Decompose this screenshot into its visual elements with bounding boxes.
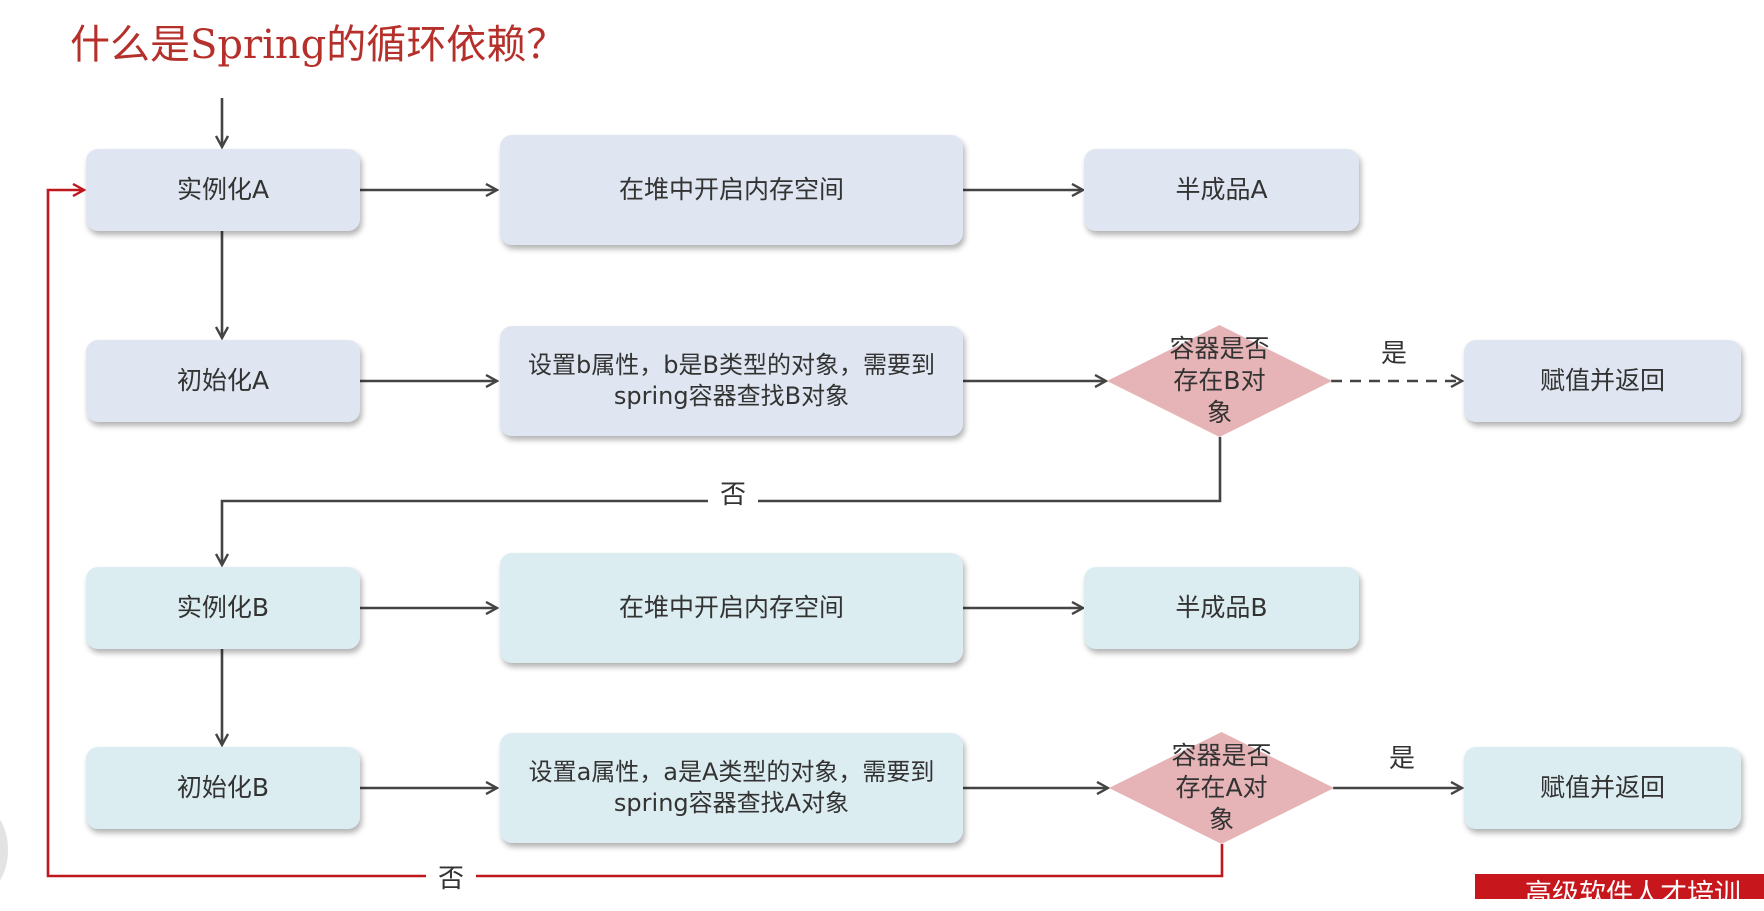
instantiate-b-box: 实例化B [86,567,360,649]
node-label: 在堆中开启内存空间 [618,174,844,204]
node-label: 在堆中开启内存空间 [618,592,844,622]
node-label: 设置a属性，a是A类型的对象，需要到spring容器查找A对象 [528,757,935,817]
node-label: 容器是否存在A对象 [1171,741,1272,834]
node-label: 赋值并返回 [1539,772,1665,802]
set-a-property-box: 设置a属性，a是A类型的对象，需要到spring容器查找A对象 [500,733,963,843]
node-label: 初始化A [176,365,270,395]
diamond-shape [1109,732,1334,844]
edge-label-no-b: 否 [708,474,759,511]
alloc-memory-b-box: 在堆中开启内存空间 [500,553,963,663]
diamond-shape [1107,325,1332,437]
node-label: 半成品A [1175,174,1268,204]
check-a-diamond: 容器是否存在A对象 [1109,732,1334,844]
arrow-checkA-no-loop [46,190,1224,878]
set-b-property-box: 设置b属性，b是B类型的对象，需要到spring容器查找B对象 [500,326,963,436]
init-a-box: 初始化A [86,340,360,422]
side-decoration [0,810,8,890]
assign-return-a-box: 赋值并返回 [1464,340,1741,422]
edge-label-no-a: 否 [426,858,477,895]
alloc-memory-a-box: 在堆中开启内存空间 [500,135,963,245]
instantiate-a-box: 实例化A [86,149,360,231]
edge-label-yes-b: 是 [1369,333,1420,370]
semi-product-b-box: 半成品B [1084,567,1359,649]
node-label: 容器是否存在B对象 [1169,334,1270,427]
check-b-diamond: 容器是否存在B对象 [1107,325,1332,437]
node-label: 实例化A [176,174,270,204]
node-label: 初始化B [176,772,270,802]
node-label: 设置b属性，b是B类型的对象，需要到spring容器查找B对象 [528,350,935,410]
semi-product-a-box: 半成品A [1084,149,1359,231]
node-label: 半成品B [1175,592,1268,622]
assign-return-b-box: 赋值并返回 [1464,747,1741,829]
init-b-box: 初始化B [86,747,360,829]
page-title: 什么是Spring的循环依赖？ [70,22,567,68]
footer-banner [1475,874,1764,899]
node-label: 实例化B [176,592,270,622]
edge-label-yes-a: 是 [1377,738,1428,775]
footer-text: 高级软件人才培训 [1525,879,1741,910]
node-label: 赋值并返回 [1539,365,1665,395]
